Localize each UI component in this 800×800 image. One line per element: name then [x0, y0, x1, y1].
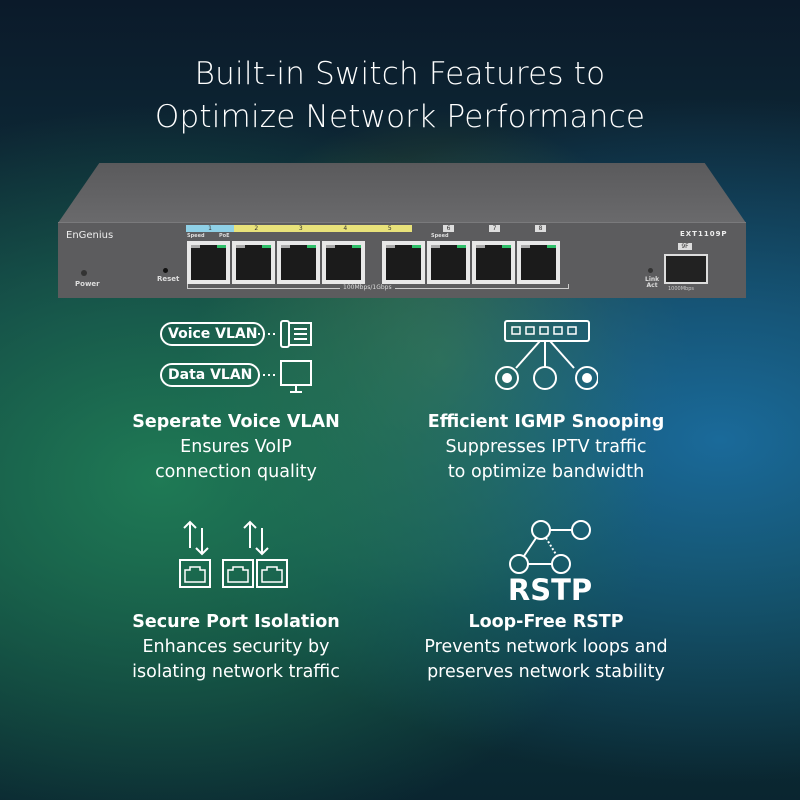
ethernet-port-1[interactable]	[187, 241, 230, 284]
voip-phone-and-monitor-icon	[258, 320, 312, 393]
link-led	[547, 245, 556, 248]
port-number: 6	[443, 225, 454, 232]
feature-desc: connection quality	[155, 462, 317, 482]
speed-led	[191, 245, 200, 248]
speed-led	[236, 245, 245, 248]
feature-desc: to optimize bandwidth	[447, 462, 645, 482]
rstp-topology-icon	[509, 520, 591, 574]
port-speed-label: 100Mbps/1Gbps	[340, 284, 395, 291]
ethernet-port-7[interactable]	[472, 241, 515, 284]
link-label: Link	[645, 276, 660, 283]
ethernet-port-8[interactable]	[517, 241, 560, 284]
port-number: 1	[208, 225, 212, 232]
port-number: 5	[387, 225, 392, 232]
power-led	[81, 270, 87, 276]
feature-voice-vlan: Seperate Voice VLAN Ensures VoIP connectio…	[76, 410, 396, 485]
ethernet-port-6[interactable]	[427, 241, 470, 284]
reset-button[interactable]	[163, 268, 168, 273]
ethernet-port-5[interactable]	[382, 241, 425, 284]
reset-label: Reset	[157, 275, 180, 283]
speed-led	[431, 245, 440, 248]
headline-line2: Optimize Network Performance	[154, 99, 646, 135]
speed-led	[326, 245, 335, 248]
link-led	[352, 245, 361, 248]
port-number: 4	[343, 225, 348, 232]
feature-desc: preserves network stability	[427, 662, 665, 682]
data-vlan-pill: Data VLAN	[160, 363, 261, 387]
feature-desc: Suppresses IPTV traffic	[445, 437, 647, 457]
feature-desc: Ensures VoIP	[180, 437, 292, 457]
port-number: 2	[254, 225, 259, 232]
port-socket	[386, 245, 421, 280]
brand-logo: EnGenius	[66, 230, 114, 241]
speed-label: Speed	[187, 233, 205, 239]
ethernet-port-4[interactable]	[322, 241, 365, 284]
act-label: Act	[646, 282, 658, 289]
speed-led	[521, 245, 530, 248]
link-led	[262, 245, 271, 248]
speed-strip: 1	[186, 225, 234, 232]
port-number: 7	[489, 225, 500, 232]
feature-title: Secure Port Isolation	[132, 612, 340, 632]
port-socket	[476, 245, 511, 280]
port-number: 3	[298, 225, 303, 232]
switch-top-face	[58, 163, 746, 223]
link-led	[457, 245, 466, 248]
rstp-icon-label: RSTP	[507, 573, 593, 607]
ethernet-port-2[interactable]	[232, 241, 275, 284]
link-led	[648, 268, 653, 273]
port-number: 8	[535, 225, 546, 232]
ethernet-port-3[interactable]	[277, 241, 320, 284]
sfp-port[interactable]	[664, 254, 708, 284]
power-label: Power	[75, 280, 100, 288]
headline-line1: Built-in Switch Features to	[194, 56, 606, 92]
link-led	[502, 245, 511, 248]
port-socket	[236, 245, 271, 280]
speed-label: Speed	[431, 233, 449, 239]
sfp-port-number: 9F	[678, 243, 692, 250]
port-socket	[431, 245, 466, 280]
speed-led	[476, 245, 485, 248]
link-led	[307, 245, 316, 248]
link-led	[217, 245, 226, 248]
feature-desc: isolating network traffic	[132, 662, 340, 682]
speed-led	[386, 245, 395, 248]
port-socket	[326, 245, 361, 280]
port-socket	[521, 245, 556, 280]
link-led	[412, 245, 421, 248]
port-socket	[281, 245, 316, 280]
speed-led	[281, 245, 290, 248]
poe-strip: 2 3 4 5	[234, 225, 412, 232]
port-isolation-icon	[179, 520, 288, 588]
feature-rstp: Loop-Free RSTP Prevents network loops and…	[386, 610, 706, 685]
feature-title: Seperate Voice VLAN	[132, 412, 340, 432]
poe-label: PoE	[219, 233, 230, 239]
feature-title: Efficient IGMP Snooping	[427, 412, 665, 432]
igmp-multicast-icon	[495, 320, 598, 390]
port-socket	[191, 245, 226, 280]
model-label: EXT1109P	[680, 230, 728, 238]
feature-desc: Prevents network loops and	[424, 637, 668, 657]
feature-desc: Enhances security by	[142, 637, 330, 657]
sfp-speed-label: 1000Mbps	[668, 286, 694, 292]
feature-title: Loop-Free RSTP	[468, 612, 624, 632]
voice-vlan-pill: Voice VLAN	[160, 322, 266, 346]
